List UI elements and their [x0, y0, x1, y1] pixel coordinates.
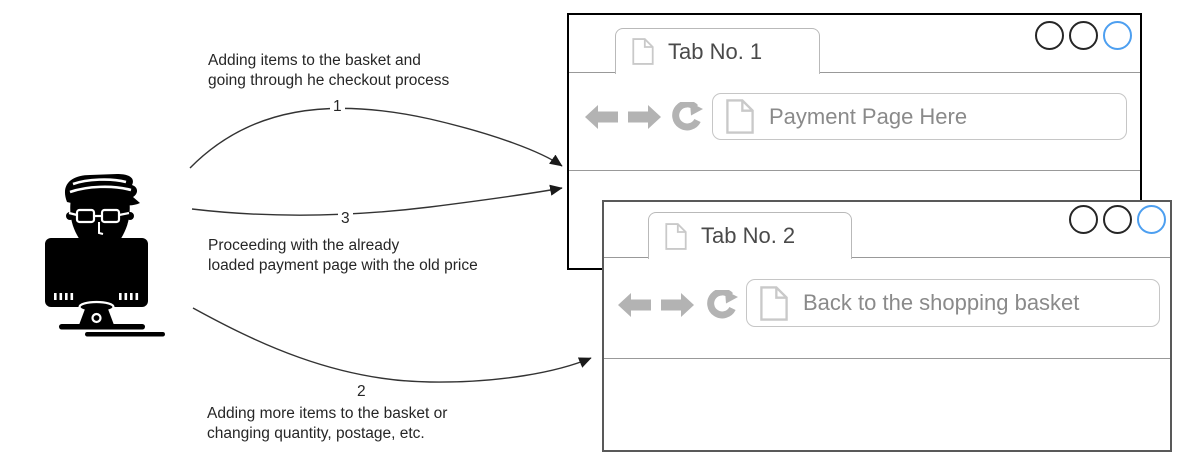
user-at-computer-icon	[45, 174, 165, 337]
window-control-circle[interactable]	[1103, 205, 1132, 234]
annotation-step-3: Proceeding with the already loaded payme…	[208, 236, 478, 276]
url-bar[interactable]: Payment Page Here	[712, 93, 1127, 140]
url-text: Back to the shopping basket	[803, 290, 1080, 315]
annotation-step-1: Adding items to the basket and going thr…	[208, 51, 449, 91]
annotation-line: going through he checkout process	[208, 72, 450, 89]
arrow-1	[189, 107, 563, 169]
document-icon	[726, 99, 754, 134]
annotation-line: Adding more items to the basket or	[207, 405, 448, 422]
window-control-circle[interactable]	[1069, 205, 1098, 234]
document-icon	[632, 38, 654, 65]
flow-number-2: 2	[354, 383, 369, 401]
document-icon	[665, 222, 687, 250]
annotation-line: loaded payment page with the old price	[208, 257, 478, 274]
refresh-icon[interactable]	[669, 102, 705, 132]
annotation-line: changing quantity, postage, etc.	[207, 425, 425, 442]
window-controls	[1035, 21, 1132, 50]
window-control-circle[interactable]	[1035, 21, 1064, 50]
url-text: Payment Page Here	[769, 103, 968, 129]
window-control-circle-active[interactable]	[1137, 205, 1166, 234]
forward-icon[interactable]	[627, 103, 661, 131]
annotation-line: Proceeding with the already	[208, 237, 400, 254]
window-control-circle[interactable]	[1069, 21, 1098, 50]
nav-bar-divider	[569, 170, 1140, 171]
flow-number-1: 1	[330, 98, 345, 116]
tab-label: Tab No. 1	[668, 38, 763, 64]
url-bar[interactable]: Back to the shopping basket	[746, 279, 1160, 327]
window-controls	[1069, 205, 1166, 234]
tab-bar-divider	[569, 72, 1140, 73]
tab-2[interactable]: Tab No. 2	[648, 212, 852, 259]
flow-number-3: 3	[338, 210, 353, 228]
nav-bar-divider	[604, 358, 1170, 359]
forward-icon[interactable]	[660, 291, 694, 319]
refresh-icon[interactable]	[704, 290, 740, 320]
back-icon[interactable]	[618, 291, 652, 319]
tab-bar-divider	[604, 257, 1170, 258]
browser-window-2: Tab No. 2 Back to the shopping basket	[602, 200, 1172, 452]
document-icon	[760, 285, 788, 321]
tab-label: Tab No. 2	[701, 223, 796, 248]
back-icon[interactable]	[585, 103, 619, 131]
window-control-circle-active[interactable]	[1103, 21, 1132, 50]
arrow-3	[191, 184, 563, 216]
annotation-step-2: Adding more items to the basket or chang…	[207, 404, 447, 444]
annotation-line: Adding items to the basket and	[208, 52, 421, 69]
tab-1[interactable]: Tab No. 1	[615, 28, 820, 74]
arrow-2	[192, 307, 592, 383]
